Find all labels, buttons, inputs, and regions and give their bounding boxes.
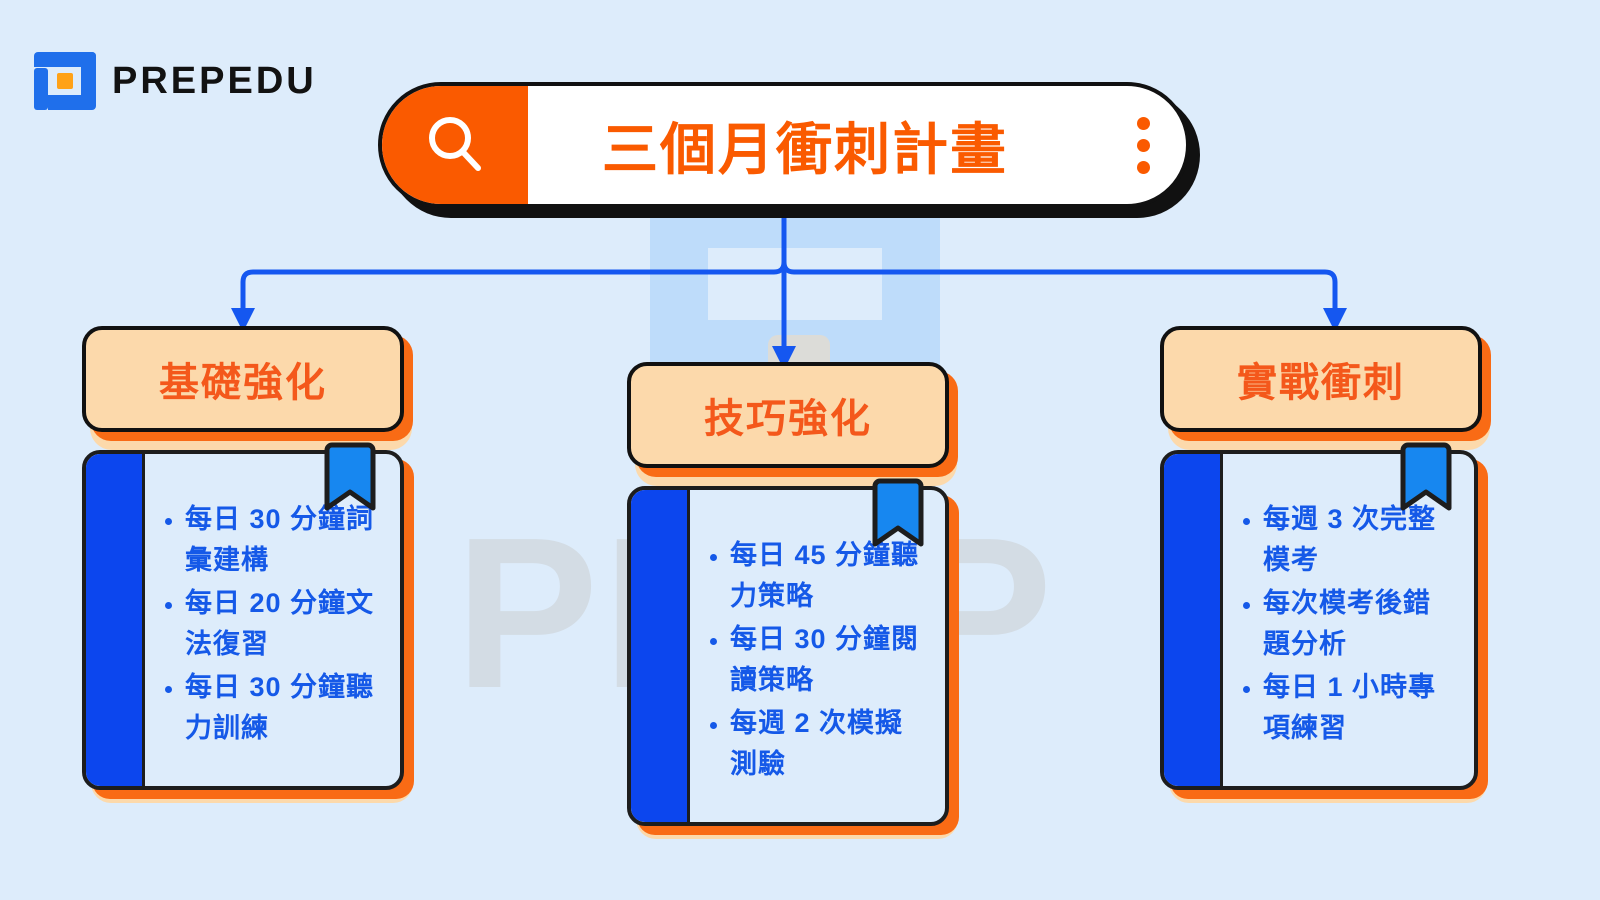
task-list: 每日 45 分鐘聽力策略 每日 30 分鐘閱讀策略 每週 2 次模擬測驗 bbox=[704, 535, 923, 787]
column-foundation: 基礎強化 每日 30 分鐘詞彙建構 每日 20 分鐘文法復習 每日 30 分鐘聽… bbox=[82, 326, 414, 803]
card-spine bbox=[631, 490, 690, 822]
search-icon[interactable] bbox=[382, 86, 528, 204]
list-item: 每次模考後錯題分析 bbox=[1263, 583, 1452, 665]
stage-heading-label: 基礎強化 bbox=[82, 326, 404, 432]
column-skills: 技巧強化 每日 45 分鐘聽力策略 每日 30 分鐘閱讀策略 每週 2 次模擬測… bbox=[627, 362, 959, 839]
stage-heading-chip[interactable]: 實戰衝刺 bbox=[1160, 326, 1491, 450]
bookmark-icon[interactable] bbox=[1398, 442, 1454, 514]
more-vertical-icon[interactable] bbox=[1100, 116, 1186, 174]
stage-heading-chip[interactable]: 基礎強化 bbox=[82, 326, 413, 450]
list-item: 每日 1 小時專項練習 bbox=[1263, 667, 1452, 749]
brand-logo: PREPEDU bbox=[30, 52, 317, 110]
list-item: 每日 30 分鐘聽力訓練 bbox=[185, 667, 378, 749]
stage-heading-label: 技巧強化 bbox=[627, 362, 949, 468]
task-list: 每日 30 分鐘詞彙建構 每日 20 分鐘文法復習 每日 30 分鐘聽力訓練 bbox=[159, 499, 378, 751]
stage-detail-card[interactable]: 每日 30 分鐘詞彙建構 每日 20 分鐘文法復習 每日 30 分鐘聽力訓練 bbox=[82, 442, 414, 803]
title-search-bar[interactable]: 三個月衝刺計畫 bbox=[378, 82, 1200, 218]
column-practice: 實戰衝刺 每週 3 次完整模考 每次模考後錯題分析 每日 1 小時專項練習 bbox=[1160, 326, 1491, 803]
card-spine bbox=[86, 454, 145, 786]
stage-detail-card[interactable]: 每日 45 分鐘聽力策略 每日 30 分鐘閱讀策略 每週 2 次模擬測驗 bbox=[627, 478, 959, 839]
list-item: 每日 30 分鐘詞彙建構 bbox=[185, 499, 378, 581]
list-item: 每週 2 次模擬測驗 bbox=[730, 703, 923, 785]
list-item: 每日 45 分鐘聽力策略 bbox=[730, 535, 923, 617]
bookmark-icon[interactable] bbox=[870, 478, 926, 550]
list-item: 每日 30 分鐘閱讀策略 bbox=[730, 619, 923, 701]
stage-detail-card[interactable]: 每週 3 次完整模考 每次模考後錯題分析 每日 1 小時專項練習 bbox=[1160, 442, 1488, 803]
list-item: 每週 3 次完整模考 bbox=[1263, 499, 1452, 581]
task-list: 每週 3 次完整模考 每次模考後錯題分析 每日 1 小時專項練習 bbox=[1237, 499, 1452, 751]
bookmark-icon[interactable] bbox=[322, 442, 378, 514]
prep-logo-icon bbox=[30, 52, 96, 110]
list-item: 每日 20 分鐘文法復習 bbox=[185, 583, 378, 665]
page-title: 三個月衝刺計畫 bbox=[602, 117, 1008, 181]
stage-heading-chip[interactable]: 技巧強化 bbox=[627, 362, 958, 486]
stage-heading-label: 實戰衝刺 bbox=[1160, 326, 1482, 432]
brand-name: PREPEDU bbox=[112, 59, 317, 102]
card-spine bbox=[1164, 454, 1223, 786]
